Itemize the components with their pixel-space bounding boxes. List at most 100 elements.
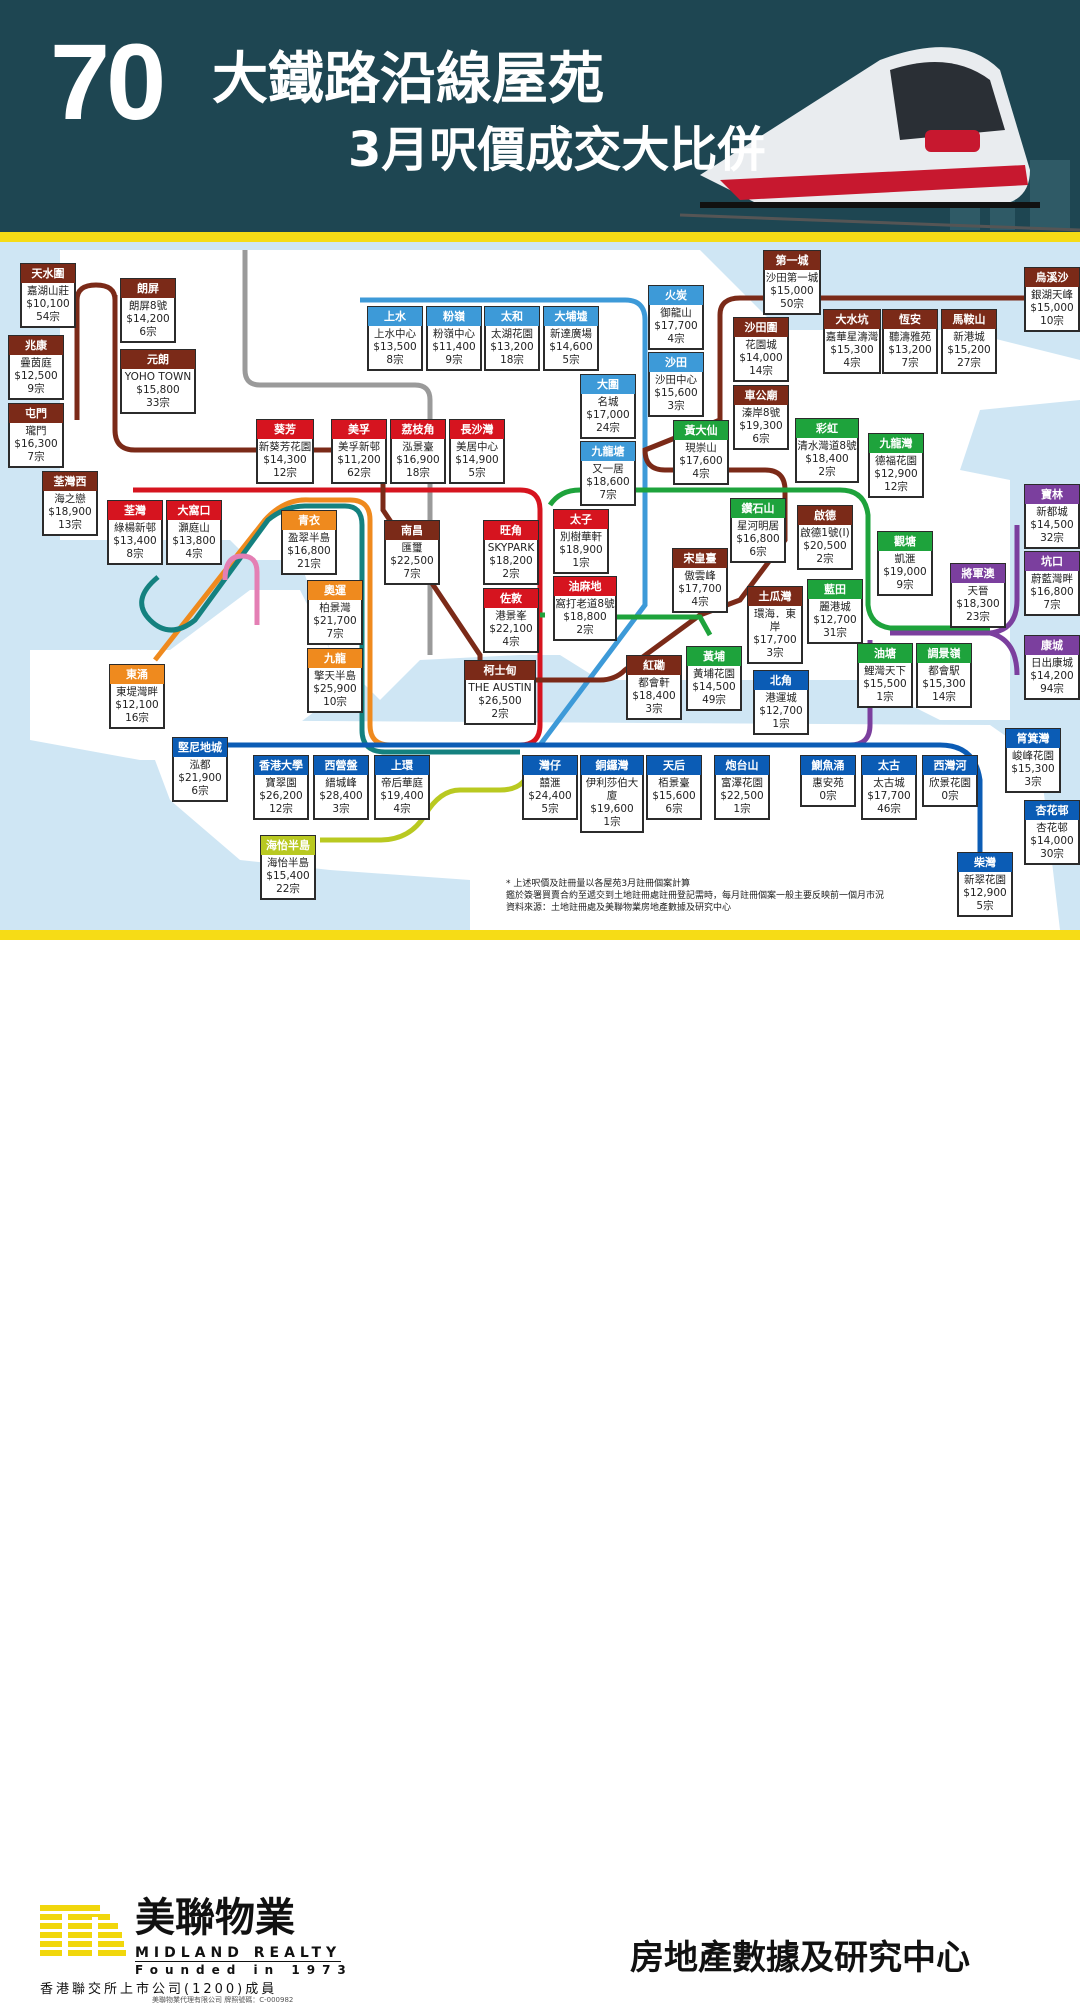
transaction-count: 2宗 bbox=[816, 553, 834, 565]
station-name: 寶林 bbox=[1025, 485, 1079, 504]
estate-name: 新都城 bbox=[1036, 506, 1068, 518]
price-per-sqft: $25,900 bbox=[313, 683, 357, 695]
estate-name: 柏景灣 bbox=[319, 602, 351, 614]
station-name: 馬鞍山 bbox=[942, 310, 996, 329]
price-per-sqft: $15,000 bbox=[770, 285, 814, 297]
price-per-sqft: $15,300 bbox=[830, 344, 874, 356]
price-per-sqft: $19,000 bbox=[883, 566, 927, 578]
price-per-sqft: $18,900 bbox=[48, 506, 92, 518]
station-name: 烏溪沙 bbox=[1025, 268, 1079, 287]
estate-name: 帝后華庭 bbox=[381, 777, 423, 789]
estate-name: 啟德1號(I) bbox=[800, 527, 850, 539]
transaction-count: 6宗 bbox=[752, 433, 770, 445]
price-per-sqft: $22,500 bbox=[720, 790, 764, 802]
transaction-count: 10宗 bbox=[323, 696, 347, 708]
estate-name: 傲雲峰 bbox=[684, 570, 716, 582]
station-name: 太和 bbox=[485, 307, 539, 326]
estate-name: 綠楊新邨 bbox=[114, 522, 156, 534]
station-name: 旺角 bbox=[484, 521, 538, 540]
transaction-count: 6宗 bbox=[749, 546, 767, 558]
price-per-sqft: $18,200 bbox=[489, 555, 533, 567]
transaction-count: 12宗 bbox=[273, 467, 297, 479]
station-name: 大埔墟 bbox=[544, 307, 598, 326]
estate-name: 德福花園 bbox=[875, 455, 917, 467]
transaction-count: 12宗 bbox=[269, 803, 293, 815]
yellow-divider bbox=[0, 930, 1080, 940]
title: 大鐵路沿線屋苑 bbox=[212, 47, 604, 112]
price-per-sqft: $15,300 bbox=[1011, 763, 1055, 775]
price-per-sqft: $14,200 bbox=[1030, 670, 1074, 682]
station-name: 西灣河 bbox=[923, 756, 977, 775]
transaction-count: 4宗 bbox=[692, 468, 710, 480]
station-name: 大水坑 bbox=[824, 310, 880, 329]
transaction-count: 7宗 bbox=[599, 489, 617, 501]
footnote-2: 鑑於簽署買賣合約至遞交到土地註冊處註冊登記需時，每月註冊個案一般主要反映前一個月… bbox=[506, 891, 885, 901]
station-name: 九龍灣 bbox=[869, 434, 923, 453]
estate-name: 日出康城 bbox=[1031, 657, 1073, 669]
transaction-count: 8宗 bbox=[126, 548, 144, 560]
transaction-count: 4宗 bbox=[691, 596, 709, 608]
transaction-count: 1宗 bbox=[603, 816, 621, 828]
estate-name: 粉嶺中心 bbox=[433, 328, 475, 340]
station-name: 太古 bbox=[862, 756, 916, 775]
price-per-sqft: $19,600 bbox=[590, 803, 634, 815]
transaction-count: 3宗 bbox=[332, 803, 350, 815]
station-name: 沙田 bbox=[649, 353, 703, 372]
transaction-count: 14宗 bbox=[749, 365, 773, 377]
price-per-sqft: $11,200 bbox=[337, 454, 381, 466]
transaction-count: 31宗 bbox=[823, 627, 847, 639]
estate-name: 栢景臺 bbox=[658, 777, 690, 789]
estate-name: 都會軒 bbox=[638, 677, 670, 689]
transaction-count: 18宗 bbox=[406, 467, 430, 479]
price-per-sqft: $24,400 bbox=[528, 790, 572, 802]
estate-name: 疊茵庭 bbox=[20, 357, 52, 369]
estate-name: 天晉 bbox=[967, 585, 989, 597]
price-per-sqft: $18,800 bbox=[563, 611, 607, 623]
estate-name: 匯璽 bbox=[401, 542, 423, 554]
transaction-count: 24宗 bbox=[596, 422, 620, 434]
price-per-sqft: $19,400 bbox=[380, 790, 424, 802]
station-name: 宋皇臺 bbox=[673, 549, 727, 568]
estate-name: 麗港城 bbox=[819, 601, 851, 613]
transaction-count: 2宗 bbox=[502, 568, 520, 580]
station-name: 彩虹 bbox=[796, 419, 858, 438]
transaction-count: 5宗 bbox=[976, 900, 994, 912]
estate-name: 環海．東岸 bbox=[754, 608, 796, 633]
footer: 美聯物業 MIDLAND REALTY Founded in 1973 香港聯交… bbox=[0, 940, 1080, 2004]
estate-name: 美孚新邨 bbox=[338, 441, 380, 453]
station-name: 鑽石山 bbox=[731, 499, 785, 518]
estate-name: 瓏門 bbox=[25, 425, 47, 437]
transaction-count: 9宗 bbox=[896, 579, 914, 591]
transaction-count: 6宗 bbox=[191, 785, 209, 797]
estate-name: 美居中心 bbox=[456, 441, 498, 453]
transaction-count: 30宗 bbox=[1040, 848, 1064, 860]
estate-name: 港運城 bbox=[765, 692, 797, 704]
transaction-count: 10宗 bbox=[1040, 315, 1064, 327]
transaction-count: 7宗 bbox=[27, 451, 45, 463]
station-name: 調景嶺 bbox=[917, 644, 971, 663]
estate-name: 灝庭山 bbox=[178, 522, 210, 534]
estate-name: 東堤灣畔 bbox=[116, 686, 158, 698]
estate-name: 鯉灣天下 bbox=[864, 665, 906, 677]
price-per-sqft: $16,900 bbox=[396, 454, 440, 466]
